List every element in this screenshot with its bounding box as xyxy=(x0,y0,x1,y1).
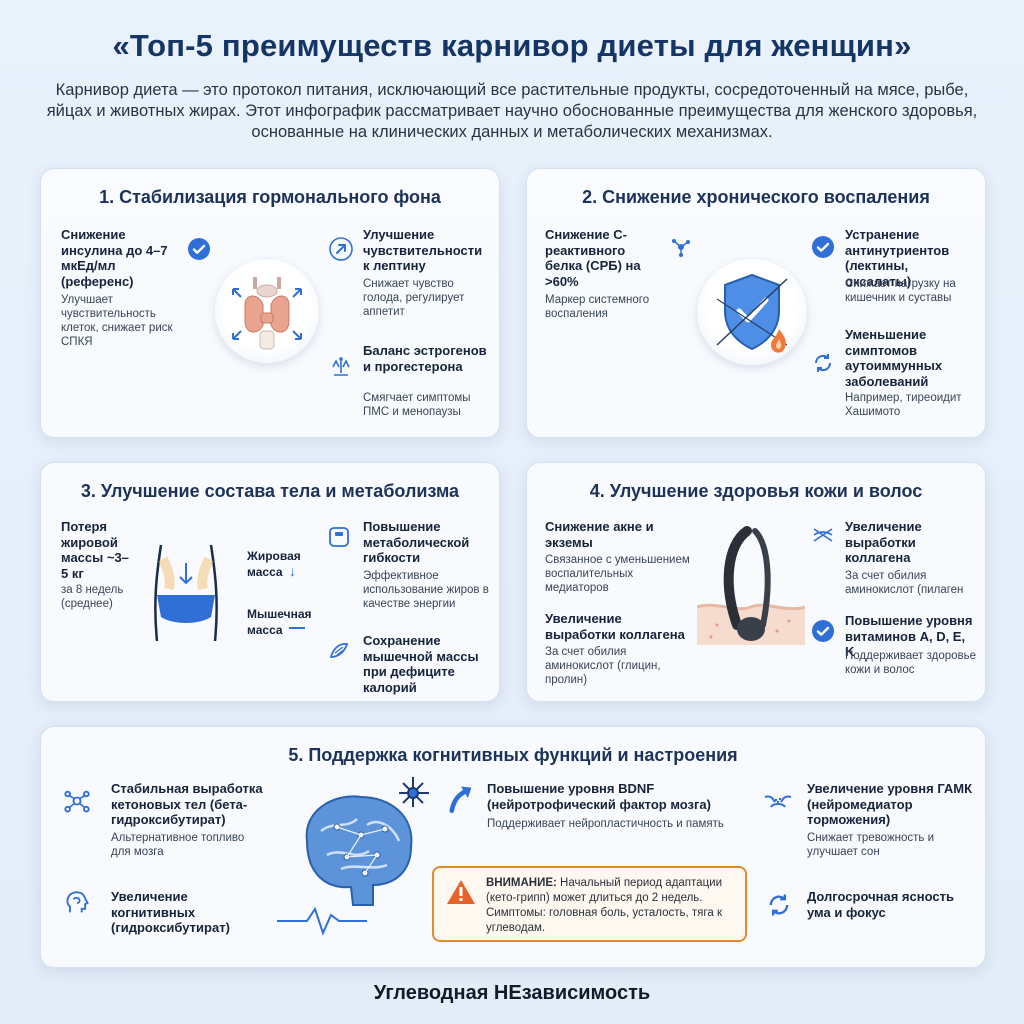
item-heading: Потеря жировой массы ~3–5 кг xyxy=(61,519,129,581)
item-desc: За счет обилия аминокислот (пилаген xyxy=(845,570,964,596)
item-heading: Повышение уровня BDNF (нейротрофический … xyxy=(487,781,711,812)
item-heading: Снижение С-реактивного белка (СРБ) на >6… xyxy=(545,227,641,289)
item-heading: Увеличение уровня ГАМК (нейромедиатор то… xyxy=(807,781,973,827)
shield-illustration xyxy=(697,259,807,365)
card-hormones: 1. Стабилизация гормонального фона Сниже… xyxy=(40,168,500,438)
item-heading: Устранение антинутриентов (лектины, окса… xyxy=(845,227,950,289)
body-illustration xyxy=(149,541,223,651)
footer-brand: Углеводная НЕзависимость xyxy=(373,982,651,1004)
card-inflammation: 2. Снижение хронического воспаления Сниж… xyxy=(526,168,986,438)
warning-body: Начальный период адаптации (кето-грипп) … xyxy=(486,877,723,934)
item-desc: Снижает тревожность и улучшает сон xyxy=(807,832,935,858)
item-heading: Повышение уровня витаминов A, D, E, K xyxy=(845,613,973,659)
item-heading: Долгосрочная ясность ума и фокус xyxy=(807,889,954,920)
item-heading: Сохранение мышечной массы при дефиците к… xyxy=(363,633,479,695)
item-heading: Увеличение выработки коллагена xyxy=(545,611,685,642)
arrow-up-right-icon xyxy=(329,237,353,261)
item-desc: Улучшает чувствительность клеток, снижае… xyxy=(61,294,173,348)
molecule-icon xyxy=(669,235,693,259)
item-heading: Уменьшение симптомов аутоиммунных заболе… xyxy=(845,327,943,389)
check-circle-icon xyxy=(811,619,835,643)
check-circle-icon xyxy=(811,235,835,259)
head-icon xyxy=(63,889,91,917)
card-title: 1. Стабилизация гормонального фона xyxy=(99,187,441,207)
item-desc: Маркер системного воспаления xyxy=(545,294,650,320)
warning-text: ВНИМАНИЕ: Начальный период адаптации (ке… xyxy=(486,876,738,936)
check-circle-icon xyxy=(187,237,211,261)
intro-text: Карнивор диета — это протокол питания, и… xyxy=(46,81,978,141)
scale-icon xyxy=(327,525,351,549)
item-heading: Стабильная выработка кетоновых тел (бета… xyxy=(111,781,263,827)
item-desc: Связанное с уменьшением воспалительных м… xyxy=(545,554,690,594)
brain-illustration xyxy=(277,771,437,941)
item-heading: Повышение метаболической гибкости xyxy=(363,519,470,565)
item-desc: Поддерживает нейропластичность и память xyxy=(487,818,724,830)
item-desc: За счет обилия аминокислот (глицин, прол… xyxy=(545,646,661,686)
skin-hair-illustration xyxy=(696,525,806,645)
collagen-fiber-icon xyxy=(811,523,835,547)
thyroid-illustration xyxy=(215,259,319,363)
card-body-composition: 3. Улучшение состава тела и метаболизма … xyxy=(40,462,500,702)
card-title: 5. Поддержка когнитивных функций и настр… xyxy=(288,745,738,765)
page-title: «Топ-5 преимуществ карнивор диеты для же… xyxy=(112,28,912,63)
muscle-icon xyxy=(327,639,351,663)
item-heading: Увеличение когнитивных (гидроксибутират) xyxy=(111,889,230,935)
arrow-up-icon xyxy=(447,783,475,813)
item-desc: Смягчает симптомы ПМС и менопаузы xyxy=(363,392,471,418)
minus-line-icon xyxy=(289,627,305,629)
item-desc: Снижает нагрузку на кишечник и суставы xyxy=(845,278,956,304)
warning-box: ВНИМАНИЕ: Начальный период адаптации (ке… xyxy=(432,866,747,942)
item-desc: Например, тиреоидит Хашимото xyxy=(845,392,962,418)
item-heading: Улучшение чувствительности к лептину xyxy=(363,227,483,273)
item-heading: Снижение инсулина до 4–7 мкЕд/мл (рефере… xyxy=(61,227,168,289)
item-desc: Поддерживает здоровье кожи и волос xyxy=(845,650,977,676)
item-heading: Увеличение выработки коллагена xyxy=(845,519,922,565)
item-desc: Альтернативное топливо для мозга xyxy=(111,832,245,858)
fat-mass-label: Жировая масса xyxy=(247,549,301,579)
balance-icon xyxy=(329,355,353,379)
item-heading: Баланс эстрогенов и прогестерона xyxy=(363,343,487,374)
arrow-down-icon: ↓ xyxy=(289,563,296,579)
item-heading: Снижение акне и экземы xyxy=(545,519,654,550)
synapse-icon xyxy=(763,789,793,815)
item-desc: Снижает чувство голода, регулирует аппет… xyxy=(363,278,465,318)
card-title: 2. Снижение хронического воспаления xyxy=(582,187,930,207)
card-title: 4. Улучшение здоровья кожи и волос xyxy=(589,481,923,501)
card-title: 3. Улучшение состава тела и метаболизма xyxy=(80,481,460,501)
refresh-icon xyxy=(765,891,793,919)
item-desc: Эффективное использование жиров в качест… xyxy=(363,570,489,610)
molecule-icon xyxy=(63,787,91,815)
refresh-icon xyxy=(811,351,835,375)
card-skin-hair: 4. Улучшение здоровья кожи и волос Сниже… xyxy=(526,462,986,702)
muscle-mass-label: Мышечная масса xyxy=(247,607,312,637)
warning-icon xyxy=(446,878,476,906)
warning-label: ВНИМАНИЕ: xyxy=(486,877,557,889)
item-desc: за 8 недель (среднее) xyxy=(61,584,124,610)
